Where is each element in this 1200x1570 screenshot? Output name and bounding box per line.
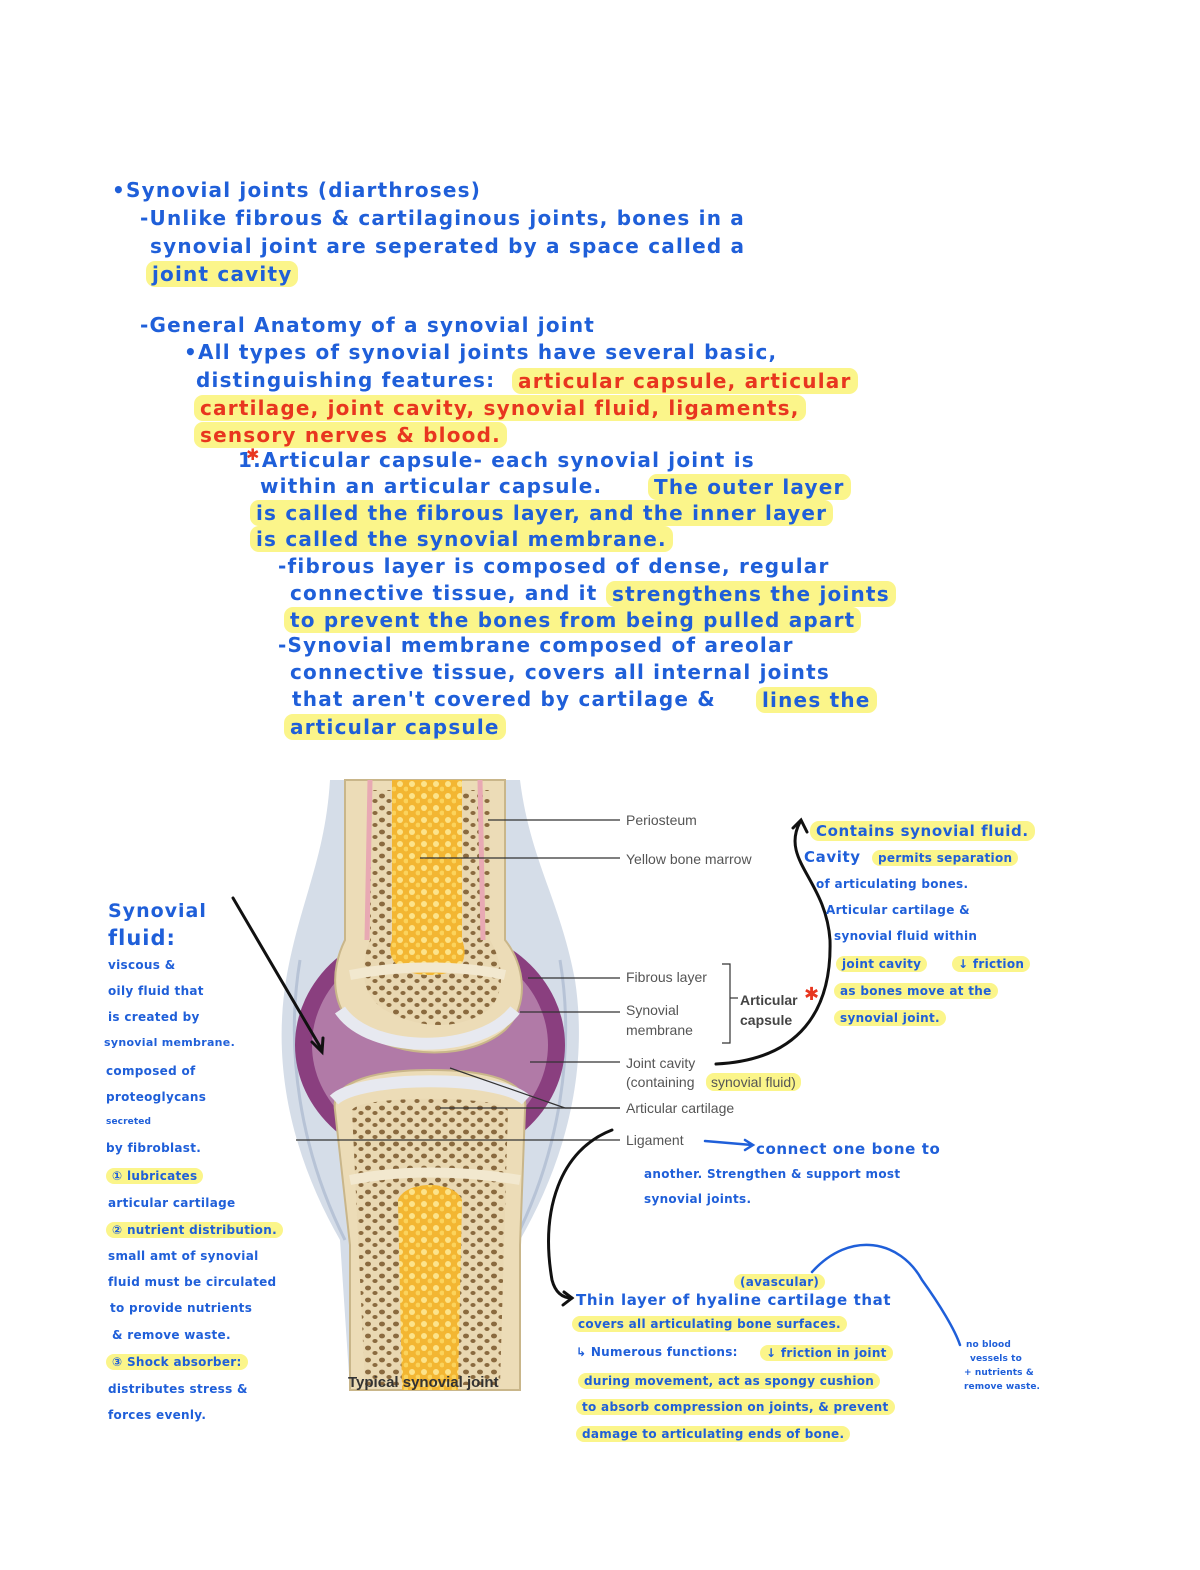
capsule-line-1: 1.Articular capsule- each synovial joint…: [238, 448, 755, 472]
synovial-fluid-arrow: [231, 896, 324, 1052]
ligament-note-3: synovial joints.: [644, 1192, 752, 1206]
right-line-4: Articular cartilage &: [826, 903, 970, 917]
label-yellow-bone-marrow: Yellow bone marrow: [626, 851, 752, 867]
general-line-4: sensory nerves & blood.: [194, 422, 507, 448]
general-line-3: cartilage, joint cavity, synovial fluid,…: [194, 395, 806, 421]
general-line-2a: distinguishing features:: [196, 368, 496, 392]
avascular-side-4: remove waste.: [964, 1382, 1041, 1392]
left-line-1: viscous &: [108, 958, 176, 972]
left-line-12: small amt of synovial: [108, 1249, 259, 1263]
label-periosteum: Periosteum: [626, 812, 697, 828]
label-synovial-membrane-1: Synovial: [626, 1002, 679, 1018]
left-line-3: is created by: [108, 1010, 200, 1024]
label-joint-cavity-2a: (containing: [626, 1074, 695, 1090]
fibrous-line-2a: connective tissue, and it: [290, 581, 598, 605]
bottom-line-4: during movement, act as spongy cushion: [578, 1373, 881, 1389]
capsule-line-3: is called the fibrous layer, and the inn…: [250, 500, 834, 526]
left-title-1: Synovial: [108, 900, 207, 922]
left-line-17: distributes stress &: [108, 1382, 248, 1396]
right-line-2a: Cavity: [804, 848, 861, 866]
left-line-14: to provide nutrients: [110, 1301, 253, 1315]
ligament-note-1: connect one bone to: [756, 1140, 941, 1158]
avascular-side-2: vessels to: [970, 1354, 1022, 1364]
fibrous-line-3: to prevent the bones from being pulled a…: [284, 607, 862, 633]
right-line-7: as bones move at the: [834, 983, 998, 999]
avascular-side-1: no blood: [966, 1340, 1011, 1350]
bottom-line-3b: ↓ friction in joint: [760, 1345, 893, 1361]
cavity-to-notes-arrow: [714, 820, 832, 1066]
left-line-2: oily fluid that: [108, 984, 204, 998]
left-line-13: fluid must be circulated: [108, 1275, 277, 1289]
bottom-line-2: covers all articulating bone surfaces.: [572, 1316, 847, 1332]
label-articular-capsule-1: Articular: [740, 992, 798, 1008]
avascular-side-3: + nutrients &: [964, 1368, 1034, 1378]
upper-articular-cartilage: [335, 1006, 520, 1050]
right-line-8: synovial joint.: [834, 1010, 946, 1026]
fibrous-line-1: -fibrous layer is composed of dense, reg…: [278, 554, 830, 578]
label-ligament: Ligament: [626, 1132, 684, 1148]
left-title-2: fluid:: [108, 926, 176, 950]
bottom-line-5: to absorb compression on joints, & preve…: [576, 1399, 895, 1415]
bottom-line-3a: ↳ Numerous functions:: [576, 1345, 738, 1359]
ligament-note-2: another. Strengthen & support most: [644, 1167, 901, 1181]
right-line-6b: ↓ friction: [952, 956, 1031, 972]
capsule-line-2a: within an articular capsule.: [260, 474, 603, 498]
label-articular-cartilage: Articular cartilage: [626, 1100, 735, 1116]
upper-marrow: [390, 780, 465, 975]
left-line-10: articular cartilage: [108, 1196, 236, 1210]
left-line-8: by fibroblast.: [106, 1141, 202, 1155]
lower-articular-cartilage: [329, 1075, 531, 1105]
synovial-membrane-line-4: articular capsule: [284, 714, 506, 740]
general-line-1: •All types of synovial joints have sever…: [184, 340, 778, 364]
left-line-16: ③ Shock absorber:: [106, 1354, 248, 1370]
lower-marrow: [398, 1185, 462, 1390]
label-joint-cavity-2b: synovial fluid): [706, 1073, 801, 1091]
svg-text:✱: ✱: [804, 984, 819, 1005]
heading-synovial-joints: •Synovial joints (diarthroses): [112, 178, 482, 202]
diagram-caption: Typical synovial joint: [348, 1374, 499, 1391]
capsule-line-2b: The outer layer: [648, 474, 851, 500]
avascular-bracket: [810, 1243, 962, 1347]
label-fibrous-layer: Fibrous layer: [626, 969, 707, 985]
right-line-2b: permits separation: [872, 850, 1019, 866]
left-line-9: ① lubricates: [106, 1168, 204, 1184]
synovial-membrane-line-2: connective tissue, covers all internal j…: [290, 660, 830, 684]
general-anatomy-heading: -General Anatomy of a synovial joint: [140, 313, 596, 337]
label-synovial-membrane-2: membrane: [626, 1022, 693, 1038]
bottom-line-6: damage to articulating ends of bone.: [576, 1426, 851, 1442]
left-line-11: ② nutrient distribution.: [106, 1222, 283, 1238]
label-articular-capsule-2: capsule: [740, 1012, 793, 1028]
left-line-18: forces evenly.: [108, 1408, 207, 1422]
intro-line-1: -Unlike fibrous & cartilaginous joints, …: [140, 206, 745, 230]
avascular-note: (avascular): [734, 1274, 826, 1290]
general-line-2b: articular capsule, articular: [512, 368, 858, 394]
right-line-5: synovial fluid within: [834, 929, 978, 943]
ligament-blue-arrow: [703, 1139, 754, 1147]
label-articular-capsule: Articular capsule: [740, 990, 798, 1030]
synovial-membrane-line-1: -Synovial membrane composed of areolar: [278, 633, 794, 657]
left-line-5: composed of: [106, 1064, 196, 1078]
capsule-line-4: is called the synovial membrane.: [250, 526, 673, 552]
bottom-line-1: Thin layer of hyaline cartilage that: [576, 1291, 892, 1309]
left-line-4: synovial membrane.: [104, 1036, 236, 1049]
right-line-1: Contains synovial fluid.: [810, 821, 1035, 841]
synovial-membrane-line-3a: that aren't covered by cartilage &: [292, 687, 716, 711]
fibrous-line-2b: strengthens the joints: [606, 581, 896, 607]
cartilage-to-notes-arrow: [547, 1128, 614, 1300]
synovial-membrane-line-3b: lines the: [756, 687, 877, 713]
left-line-7: secreted: [106, 1117, 151, 1127]
label-joint-cavity-1: Joint cavity: [626, 1055, 696, 1071]
intro-line-3: joint cavity: [146, 261, 299, 287]
intro-line-2: synovial joint are seperated by a space …: [150, 234, 746, 258]
right-line-6a: joint cavity: [836, 956, 928, 972]
left-line-15: & remove waste.: [112, 1328, 231, 1342]
right-line-3: of articulating bones.: [816, 877, 969, 891]
svg-text:✱: ✱: [246, 445, 259, 464]
left-line-6: proteoglycans: [106, 1090, 207, 1104]
